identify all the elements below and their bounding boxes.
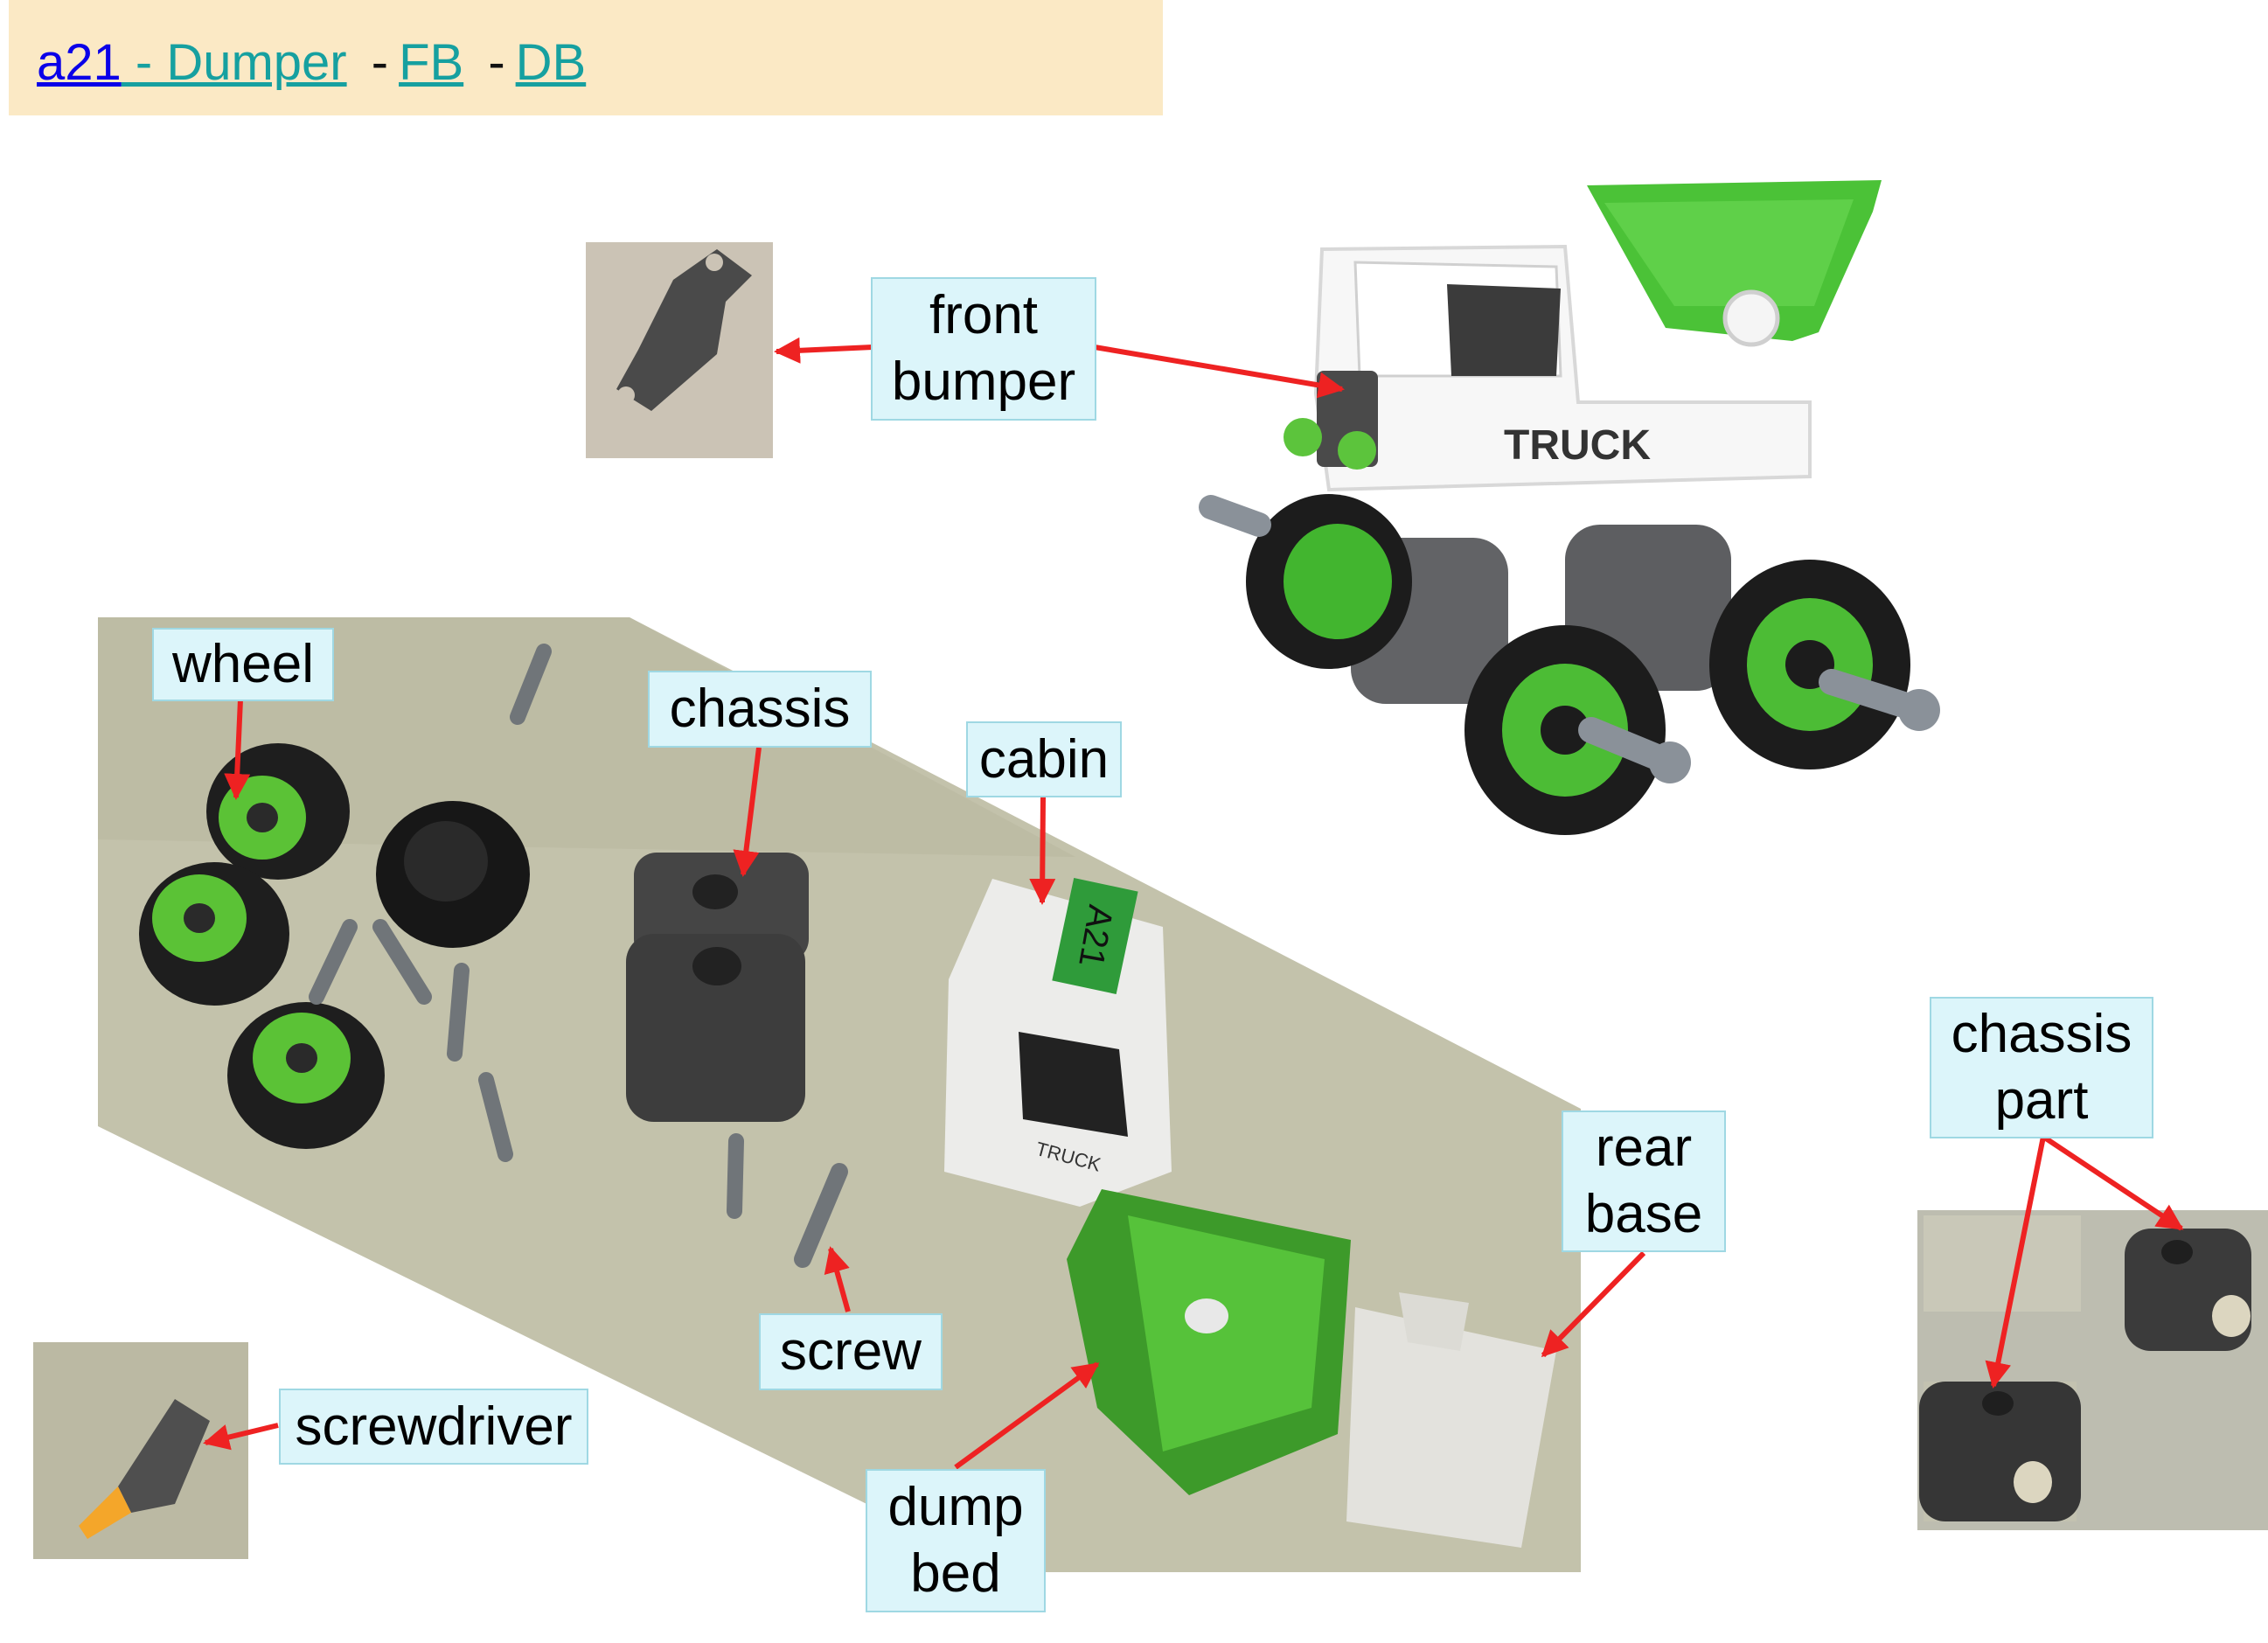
arrow-rear-base: [1541, 1250, 1646, 1358]
arrow-chassis-part-right: [2042, 1134, 2184, 1231]
header-bar: a21 - Dumper -FB -DB: [9, 0, 1163, 115]
arrow-front-bumper-crop: [774, 337, 873, 364]
separator: -: [371, 34, 389, 91]
arrow-screw: [824, 1246, 851, 1312]
screw-parts: [309, 644, 848, 1268]
front-bumper-crop: [586, 242, 773, 458]
link-db[interactable]: DB: [515, 34, 587, 91]
label-screwdriver: screwdriver: [279, 1389, 588, 1465]
annotation-arrows: [203, 337, 2184, 1470]
label-rear-base: rear base: [1562, 1110, 1726, 1252]
link-a21[interactable]: a21: [37, 34, 122, 91]
rear-base-part: [1346, 1292, 1556, 1548]
cabin-part: A21 TRUCK: [944, 878, 1172, 1207]
label-wheel: wheel: [152, 628, 334, 701]
dump-bed-part: [1067, 1189, 1351, 1495]
arrow-chassis: [733, 747, 762, 877]
arrow-screwdriver: [203, 1423, 279, 1451]
header-links: a21 - Dumper -FB -DB: [37, 33, 586, 92]
arrow-wheel: [224, 699, 251, 800]
arrow-dump-bed: [954, 1361, 1100, 1470]
label-chassis-part: chassis part: [1930, 997, 2153, 1138]
link-dumper[interactable]: - Dumper: [121, 34, 347, 91]
chassis-parts: [626, 853, 809, 1122]
chassis-part-crop: [1917, 1210, 2268, 1530]
label-dump-bed: dump bed: [866, 1469, 1046, 1612]
link-fb[interactable]: FB: [399, 34, 464, 91]
arrow-chassis-part-left: [1985, 1136, 2046, 1389]
label-screw: screw: [759, 1313, 943, 1390]
assembled-truck-photo: TRUCK: [1199, 180, 1940, 835]
label-cabin: cabin: [966, 721, 1122, 797]
separator: -: [488, 34, 505, 91]
label-front-bumper: front bumper: [871, 277, 1096, 421]
arrow-cabin: [1029, 797, 1056, 905]
arrow-front-bumper-truck: [1094, 345, 1345, 399]
screwdriver-crop: [33, 1342, 248, 1559]
label-chassis: chassis: [648, 671, 872, 748]
truck-logo-text: TRUCK: [1504, 422, 1651, 469]
